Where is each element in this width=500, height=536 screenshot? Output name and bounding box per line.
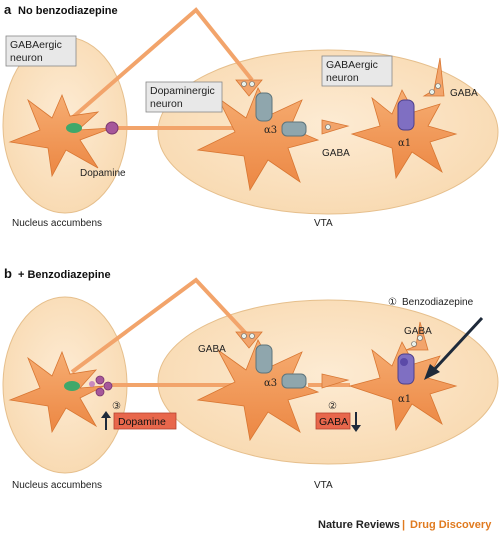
- dopaminergic-neuron-box-a: Dopaminergic neuron: [145, 81, 223, 113]
- dopamine-terminal-icon: [105, 121, 119, 135]
- dopaminergic-neuron-line2: neuron: [150, 98, 183, 110]
- benzodiazepine-label: Benzodiazepine: [402, 297, 474, 308]
- nac-neuron-a: [8, 93, 119, 178]
- nucleus-accumbens-label-b: Nucleus accumbens: [12, 480, 102, 491]
- panel-a: a No benzodiazepine α3 GABA: [2, 2, 499, 229]
- gabaergic-axon-b: [70, 277, 254, 374]
- dopamine-increase-indicator: ③ Dopamine: [101, 401, 177, 430]
- alpha1-label-a: α1: [398, 138, 411, 149]
- step2-marker: ②: [328, 401, 337, 412]
- footer-credit: Nature Reviews | Drug Discovery: [318, 519, 492, 531]
- benzodiazepine-arrow: [430, 316, 484, 374]
- alpha3-receptor-side-icon-b: [281, 373, 307, 389]
- gaba-label-mid-a: GABA: [322, 148, 350, 159]
- gabaergic-neuron-left-line1: GABAergic: [10, 39, 62, 51]
- vta-label-a: VTA: [314, 218, 333, 229]
- panel-a-letter: a: [4, 2, 12, 17]
- gaba-label-top-left-b: GABA: [198, 344, 226, 355]
- dopaminergic-neuron-a: α3: [196, 79, 320, 192]
- alpha3-receptor-top-icon-b: [255, 344, 273, 374]
- gabaergic-neuron-left-line2: neuron: [10, 52, 43, 64]
- vta-label-b: VTA: [314, 480, 333, 491]
- separator: |: [402, 519, 405, 531]
- section-name: Drug Discovery: [410, 519, 492, 531]
- alpha1-label-b: α1: [398, 394, 411, 405]
- dopamine-label-a: Dopamine: [80, 168, 126, 179]
- panel-a-title: No benzodiazepine: [18, 5, 118, 17]
- alpha3-receptor-top-icon: [255, 92, 273, 122]
- dopaminergic-neuron-b: α3: [196, 331, 320, 442]
- alpha3-label-b: α3: [264, 378, 277, 389]
- step3-marker: ③: [112, 401, 121, 412]
- gabaergic-neuron-right-line1: GABAergic: [326, 59, 378, 71]
- alpha3-receptor-side-icon: [281, 121, 307, 137]
- alpha1-receptor-icon: [397, 99, 415, 131]
- alpha3-label-a: α3: [264, 125, 277, 136]
- nucleus-accumbens-label-a: Nucleus accumbens: [12, 218, 102, 229]
- gabaergic-neuron-right-line2: neuron: [326, 72, 359, 84]
- panel-b: b + Benzodiazepine α3 GABA: [2, 266, 499, 491]
- gabaergic-neuron-b: α1 GABA: [348, 321, 458, 432]
- gabaergic-neuron-box-right-a: GABAergic neuron: [321, 55, 393, 87]
- step1-marker: ①: [388, 297, 397, 308]
- gaba-box-label: GABA: [319, 416, 348, 428]
- panel-b-title: + Benzodiazepine: [18, 269, 111, 281]
- nac-neuron-b: [8, 350, 113, 434]
- gabaergic-axon-a: [70, 7, 254, 120]
- dopaminergic-neuron-line1: Dopaminergic: [150, 85, 215, 97]
- journal-name: Nature Reviews: [318, 519, 400, 531]
- gabaergic-neuron-a: α1 GABA: [350, 57, 478, 180]
- panel-b-letter: b: [4, 266, 12, 281]
- gaba-decrease-indicator: ② GABA: [315, 401, 361, 432]
- dopamine-receptor-icon: [66, 123, 82, 133]
- dopamine-box-label: Dopamine: [118, 416, 166, 428]
- gabaergic-neuron-box-left-a: GABAergic neuron: [5, 35, 77, 67]
- gaba-label-right-a: GABA: [450, 88, 478, 99]
- gaba-label-top-right-b: GABA: [404, 326, 432, 337]
